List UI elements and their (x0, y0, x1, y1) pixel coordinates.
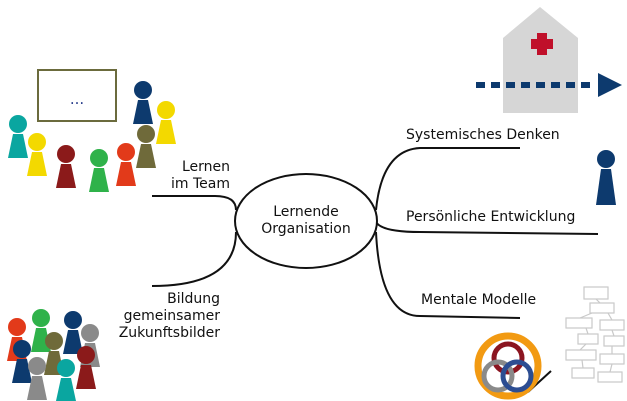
branch-vision-line3: Zukunftsbilder (118, 325, 220, 341)
center-node-label: Lernende Organisation (238, 204, 374, 238)
branch-systems-line (375, 147, 520, 211)
center-label-line2: Organisation (261, 221, 351, 237)
branch-vision-line (151, 231, 237, 287)
vision-pawns-icon (7, 309, 100, 401)
branch-vision-line1: Bildung (167, 291, 220, 307)
rings-icon (474, 332, 542, 400)
pawn-icon-personal (596, 150, 616, 205)
branch-mental-line (375, 231, 521, 319)
branch-systems-label: Systemisches Denken (406, 127, 560, 143)
branch-vision-line2: gemeinsamer (123, 308, 220, 324)
house-icon (503, 7, 578, 113)
arrow-icon (476, 73, 622, 97)
center-label-line1: Lernende (273, 204, 339, 220)
team-pawns-icon (8, 81, 176, 192)
branch-mental-label: Mentale Modelle (421, 292, 537, 308)
branch-personal-label: Persönliche Entwicklung (406, 209, 576, 225)
center-node (234, 173, 378, 269)
flowchart-icon (565, 286, 625, 383)
branch-team-line1: Lernen (181, 159, 230, 175)
branch-team-label: Lernen im Team (130, 159, 230, 193)
board-ellipsis-text: ... (69, 90, 85, 108)
branch-vision-label: Bildung gemeinsamer Zukunftsbilder (100, 291, 220, 342)
branch-team-line2: im Team (171, 176, 230, 192)
team-board (37, 69, 117, 122)
branch-team-line (152, 195, 237, 211)
